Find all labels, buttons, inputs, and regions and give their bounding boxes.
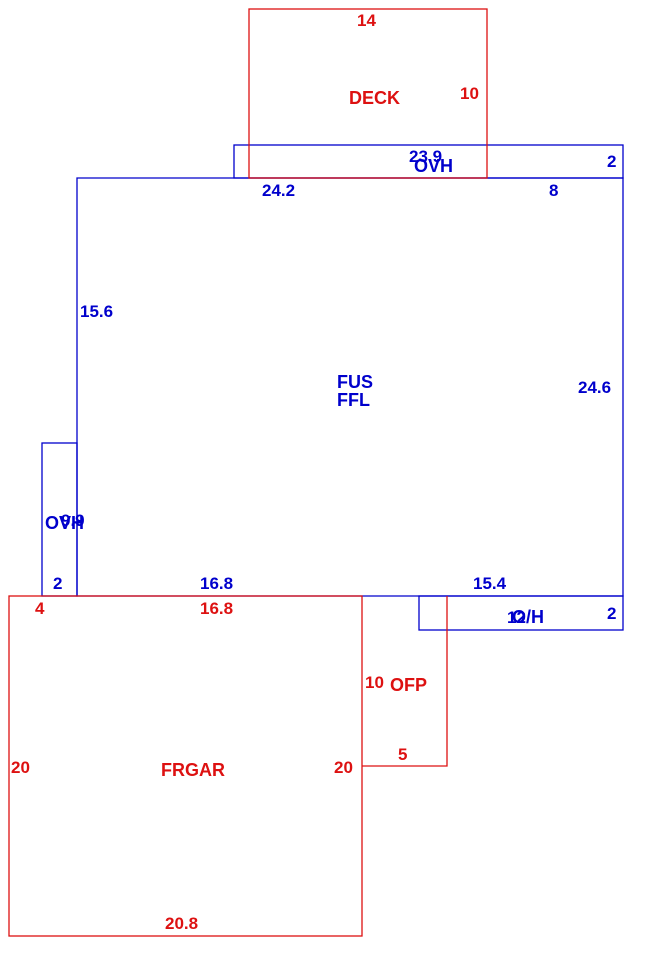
- frgar-right-dim: 20: [334, 758, 353, 777]
- ofp-depth-dim: 10: [365, 673, 384, 692]
- ofp-width-dim: 5: [398, 745, 407, 764]
- fus-right-dim: 24.6: [578, 378, 611, 397]
- oh-right-outline: [418, 595, 624, 631]
- fus-left-dim: 15.6: [80, 302, 113, 321]
- ovh-top-width-dim: 23.9: [409, 147, 442, 166]
- ovh-top-depth-dim: 2: [607, 152, 616, 171]
- ofp-label: OFP: [390, 675, 427, 695]
- ffl-label: FFL: [337, 390, 370, 410]
- fus-label: FUS: [337, 372, 373, 392]
- frgar-offset-dim: 4: [35, 599, 45, 618]
- deck-label: DECK: [349, 88, 400, 108]
- ovh-left-label: OVH: [45, 513, 84, 533]
- ovh-left-length-dim: 9.9: [61, 511, 85, 530]
- oh-right-length-dim: 12: [507, 608, 526, 627]
- fus-top-right-dim: 8: [549, 181, 558, 200]
- oh-right-depth-dim: 2: [607, 604, 616, 623]
- frgar-top-dim: 16.8: [200, 599, 233, 618]
- ovh-left-width-dim: 2: [53, 574, 62, 593]
- ofp-outline: [362, 596, 448, 767]
- deck-outline: [248, 8, 488, 179]
- fus-bottom-right-dim: 15.4: [473, 574, 507, 593]
- fus-bottom-left-dim: 16.8: [200, 574, 233, 593]
- oh-right-label: O/H: [512, 607, 544, 627]
- frgar-left-dim: 20: [11, 758, 30, 777]
- deck-width-dim: 14: [357, 11, 376, 30]
- ovh-top-label: OVH: [414, 156, 453, 176]
- frgar-label: FRGAR: [161, 760, 225, 780]
- frgar-bottom-dim: 20.8: [165, 914, 198, 933]
- fus-top-dim: 24.2: [262, 181, 295, 200]
- deck-depth-dim: 10: [460, 84, 479, 103]
